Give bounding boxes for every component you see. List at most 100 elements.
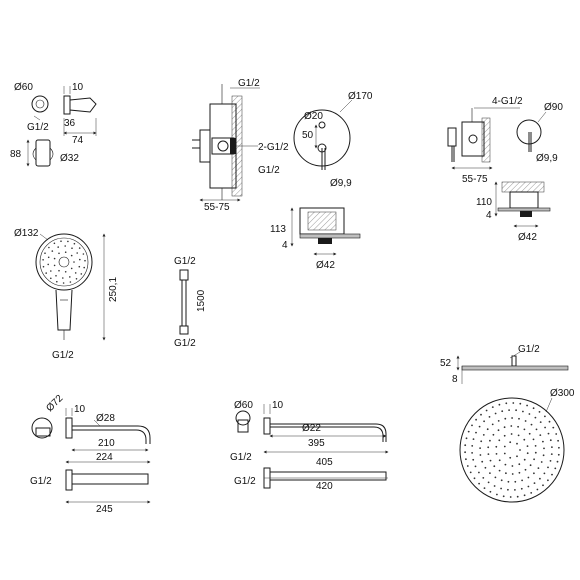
nozzle-dot — [475, 431, 477, 434]
hand-nozzle-dot — [47, 263, 49, 266]
hand-nozzle-dot — [73, 261, 75, 263]
nozzle-dot — [498, 469, 501, 472]
hand-nozzle-dot — [78, 265, 81, 268]
nozzle-dot — [523, 458, 526, 461]
nozzle-dot — [532, 438, 535, 441]
nozzle-dot — [489, 439, 491, 442]
nozzle-dot — [466, 465, 469, 467]
nozzle-dot — [544, 426, 546, 429]
hose-thread-bottom: G1/2 — [174, 338, 196, 349]
arm-rosette — [235, 410, 251, 426]
hand-nozzle-dot — [78, 247, 81, 249]
nozzle-dot — [539, 421, 542, 423]
nozzle-dot — [510, 433, 513, 435]
nozzle-dot — [523, 494, 526, 497]
elbow-length-label: 74 — [72, 135, 84, 146]
spout-short-pipe-dia: Ø28 — [96, 413, 115, 424]
nozzle-dot — [465, 437, 468, 440]
nozzle-dot — [548, 420, 551, 423]
hand-shower-length: 250,1 — [108, 277, 119, 302]
plate-small-diameter: Ø90 — [544, 102, 563, 113]
nozzle-dot — [509, 441, 512, 444]
nozzle-dot — [523, 438, 526, 441]
nozzle-dot — [509, 456, 512, 459]
mixer-side-small-drawing: 110 4 Ø42 — [476, 181, 551, 243]
hand-nozzle-dot — [67, 240, 69, 243]
nozzle-dot — [487, 481, 490, 484]
elbow-thread-label: G1/2 — [27, 122, 49, 133]
nozzle-dot — [533, 458, 535, 461]
nozzle-dot — [543, 472, 546, 475]
wall-elbow-drawing: Ø60 G1/2 10 36 74 — [14, 82, 97, 146]
shower-arm-drawing: Ø60 G1/2 G1/2 10 Ø22 395 405 420 — [230, 400, 389, 492]
nozzle-dot — [480, 413, 482, 416]
arm-bottom-length: 420 — [316, 481, 333, 492]
nozzle-dot — [495, 453, 498, 455]
hand-nozzle-dot — [56, 280, 58, 283]
nozzle-dot — [496, 493, 498, 496]
nozzle-dot — [479, 447, 481, 449]
hand-nozzle-dot — [53, 242, 56, 245]
rain-head-plate: 8 — [452, 374, 458, 385]
nozzle-dot — [544, 415, 546, 418]
nozzle-dot — [547, 466, 549, 469]
nozzle-dot — [534, 445, 537, 447]
nozzle-dot — [526, 445, 529, 447]
nozzle-dot — [542, 484, 544, 487]
hand-nozzle-dot — [53, 257, 56, 260]
nozzle-dot — [504, 463, 507, 466]
elbow-inner-circle — [35, 99, 45, 109]
hand-nozzle-dot — [73, 242, 76, 245]
hand-nozzle-dot — [79, 258, 81, 261]
hand-nozzle-dot — [70, 254, 73, 257]
nozzle-dot — [493, 485, 496, 487]
nozzle-dot — [534, 451, 537, 454]
nozzle-dot — [551, 446, 553, 448]
nozzle-dot — [530, 423, 533, 426]
nozzle-dot — [482, 434, 485, 436]
nozzle-dot — [494, 476, 497, 479]
hand-nozzle-dot — [48, 246, 50, 249]
nozzle-dot — [517, 425, 519, 428]
nozzle-dot — [487, 446, 490, 449]
nozzle-dot — [521, 479, 523, 482]
nozzle-dot — [532, 407, 535, 410]
small-box-thread: 4-G1/2 — [492, 96, 523, 107]
nozzle-dot — [543, 447, 545, 450]
nozzle-dot — [493, 465, 496, 468]
hand-nozzle-dot — [50, 270, 52, 272]
rain-head-nozzle-field — [464, 402, 560, 498]
nozzle-dot — [549, 439, 552, 442]
nozzle-dot — [555, 433, 558, 435]
nozzle-dot — [483, 420, 485, 423]
hand-nozzle-dot — [84, 259, 86, 262]
nozzle-dot — [500, 479, 503, 482]
plate-large-offset: 50 — [302, 130, 314, 141]
plate-small-spout: Ø9,9 — [536, 153, 558, 164]
hand-nozzle-dot — [53, 264, 56, 267]
hand-nozzle-dot — [64, 245, 66, 247]
hand-shower-diameter: Ø132 — [14, 228, 39, 239]
nozzle-dot — [514, 480, 517, 483]
arm-rosette-dia: Ø60 — [234, 400, 253, 411]
elbow-depth-label: 10 — [72, 82, 84, 93]
nozzle-dot — [535, 428, 538, 431]
side-large-height: 113 — [270, 224, 286, 235]
nozzle-dot — [556, 460, 559, 463]
hand-shower-nozzles — [42, 240, 86, 284]
hand-nozzle-dot — [69, 276, 71, 278]
nozzle-dot — [527, 476, 530, 479]
nozzle-dot — [497, 420, 500, 422]
spout-short-bottom-length: 245 — [96, 504, 113, 515]
hand-shower-thread: G1/2 — [52, 350, 74, 361]
hand-nozzle-dot — [70, 267, 73, 270]
hand-nozzle-dot — [69, 281, 72, 283]
nozzle-dot — [530, 492, 533, 494]
nozzle-dot — [511, 417, 513, 419]
rain-head-side-plate — [461, 365, 569, 371]
side-large-diameter: Ø42 — [316, 260, 335, 271]
hand-nozzle-dot — [45, 272, 47, 274]
hose-drawing: G1/2 G1/2 1500 — [174, 256, 207, 349]
nozzle-dot — [522, 410, 524, 413]
nozzle-dot — [519, 449, 521, 451]
